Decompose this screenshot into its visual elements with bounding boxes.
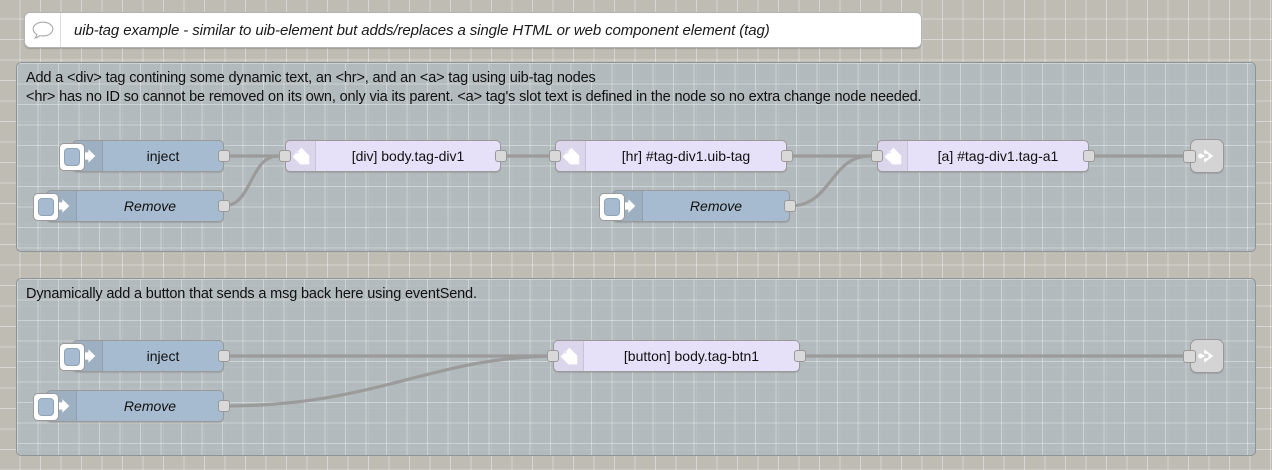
inject-node-1-label: inject	[146, 148, 180, 164]
uib-tag-node-hr[interactable]: [hr] #tag-div1.uib-tag	[549, 140, 793, 172]
uib-tag-node-div-input-port[interactable]	[279, 150, 291, 162]
comment-node[interactable]: uib-tag example - similar to uib-element…	[24, 12, 922, 48]
uib-tag-node-button[interactable]: [button] body.tag-btn1	[547, 340, 806, 372]
uib-tag-node-hr-label: [hr] #tag-div1.uib-tag	[621, 148, 751, 164]
link-out-node-2-input-port[interactable]	[1183, 350, 1196, 363]
uib-tag-node-div-label: [div] body.tag-div1	[351, 148, 465, 164]
group-1-description-line-1: Add a <div> tag contining some dynamic t…	[26, 70, 596, 86]
inject-node-remove-2-label: Remove	[689, 198, 743, 214]
inject-trigger-button-1[interactable]	[59, 143, 85, 171]
group-2-description-line-1: Dynamically add a button that sends a ms…	[26, 286, 477, 302]
inject-trigger-button-remove-3[interactable]	[33, 393, 59, 421]
inject-node-2[interactable]: inject	[59, 340, 230, 372]
inject-node-remove-2-output-port[interactable]	[784, 200, 796, 212]
inject-node-2-label: inject	[146, 348, 180, 364]
link-out-icon	[1196, 146, 1218, 166]
inject-node-remove-3-output-port[interactable]	[218, 400, 230, 412]
uib-tag-node-hr-input-port[interactable]	[549, 150, 561, 162]
link-out-node-1[interactable]	[1183, 139, 1224, 173]
uib-tag-node-a[interactable]: [a] #tag-div1.tag-a1	[871, 140, 1095, 172]
group-1-description-line-2: <hr> has no ID so cannot be removed on i…	[26, 89, 922, 105]
comment-bubble-icon	[25, 13, 61, 47]
inject-node-remove-2[interactable]: Remove	[599, 190, 796, 222]
inject-node-remove-1-output-port[interactable]	[218, 200, 230, 212]
uib-tag-node-a-input-port[interactable]	[871, 150, 883, 162]
uib-tag-node-a-output-port[interactable]	[1083, 150, 1095, 162]
tag-icon	[286, 141, 316, 171]
inject-trigger-button-remove-2[interactable]	[599, 193, 625, 221]
inject-trigger-button-remove-1[interactable]	[33, 193, 59, 221]
inject-node-1[interactable]: inject	[59, 140, 230, 172]
link-out-icon	[1196, 346, 1218, 366]
uib-tag-node-div-output-port[interactable]	[495, 150, 507, 162]
uib-tag-node-button-output-port[interactable]	[794, 350, 806, 362]
uib-tag-node-div[interactable]: [div] body.tag-div1	[279, 140, 507, 172]
link-out-node-2[interactable]	[1183, 339, 1224, 373]
tag-icon	[556, 141, 586, 171]
inject-node-1-output-port[interactable]	[218, 150, 230, 162]
inject-node-remove-1-label: Remove	[123, 198, 177, 214]
inject-node-remove-1[interactable]: Remove	[33, 190, 230, 222]
inject-node-remove-3[interactable]: Remove	[33, 390, 230, 422]
inject-node-2-output-port[interactable]	[218, 350, 230, 362]
inject-node-remove-3-label: Remove	[123, 398, 177, 414]
uib-tag-node-button-label: [button] body.tag-btn1	[623, 348, 760, 364]
uib-tag-node-a-label: [a] #tag-div1.tag-a1	[937, 148, 1059, 164]
tag-icon	[878, 141, 908, 171]
link-out-node-1-input-port[interactable]	[1183, 150, 1196, 163]
uib-tag-node-hr-output-port[interactable]	[781, 150, 793, 162]
inject-trigger-button-2[interactable]	[59, 343, 85, 371]
comment-label: uib-tag example - similar to uib-element…	[74, 21, 770, 39]
uib-tag-node-button-input-port[interactable]	[547, 350, 559, 362]
tag-icon	[554, 341, 584, 371]
